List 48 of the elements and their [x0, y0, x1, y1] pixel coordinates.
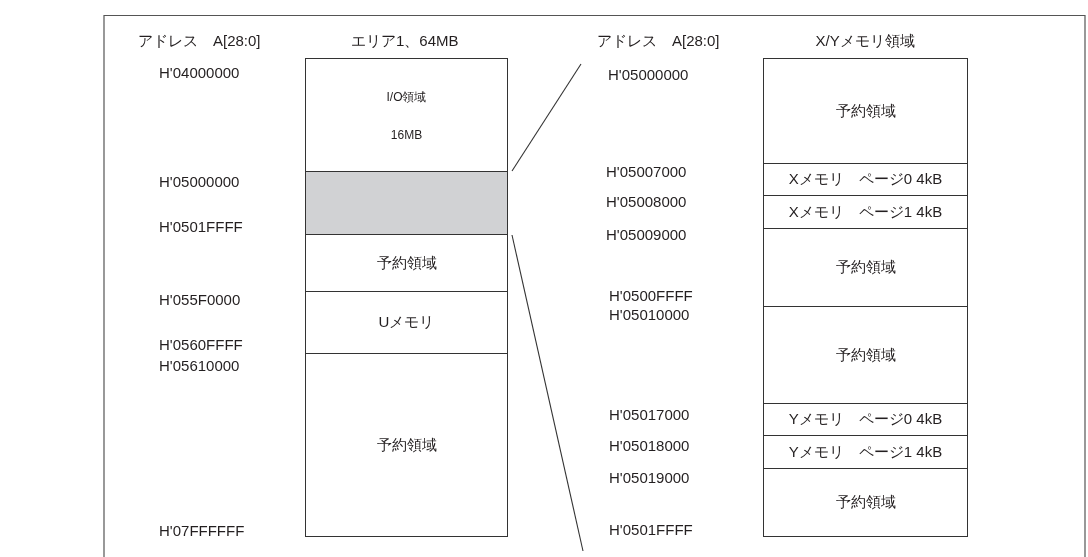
address-label: H'05019000 [609, 469, 690, 487]
memory-block [305, 234, 508, 292]
region-label: 16MB [390, 127, 423, 142]
address-label: H'05000000 [159, 173, 240, 191]
address-label: H'0501FFFF [609, 521, 693, 539]
column-header: アドレス A[28:0] [138, 32, 261, 50]
memory-block [763, 58, 968, 164]
address-label: H'0560FFFF [159, 336, 243, 354]
region-label: 予約領域 [376, 253, 437, 273]
shaded-memory-block [305, 171, 508, 235]
address-label: H'05009000 [606, 226, 687, 244]
column-header: アドレス A[28:0] [597, 32, 720, 50]
region-label: 予約領域 [835, 101, 896, 121]
address-label: H'04000000 [159, 64, 240, 82]
region-label: 予約領域 [835, 493, 896, 512]
memory-block [763, 468, 968, 537]
memory-block [763, 228, 968, 307]
region-label: Yメモリ ページ0 4kB [788, 410, 943, 429]
region-label: I/O領域 [386, 88, 427, 106]
memory-block [763, 403, 968, 436]
memory-block [763, 306, 968, 404]
region-label: Xメモリ ページ1 4kB [788, 202, 943, 222]
address-label: H'055F0000 [159, 291, 241, 309]
address-label: H'0501FFFF [159, 218, 243, 236]
address-label: H'05000000 [608, 66, 689, 84]
address-label: H'05018000 [609, 437, 690, 455]
region-label: 予約領域 [835, 345, 896, 365]
memory-block [305, 353, 508, 537]
address-label: H'05610000 [159, 357, 240, 375]
address-label: H'05017000 [609, 406, 690, 424]
address-label: H'05007000 [606, 163, 687, 181]
address-label: H'07FFFFFF [159, 522, 245, 540]
region-label: 予約領域 [376, 435, 437, 455]
address-label: H'0500FFFF [609, 287, 693, 305]
zoom-line [511, 234, 584, 552]
zoom-line [511, 63, 582, 172]
region-label: Yメモリ ページ1 4kB [788, 442, 943, 462]
memory-block [763, 163, 968, 196]
address-label: H'05008000 [606, 193, 687, 211]
memory-block [305, 58, 508, 172]
address-label: H'05010000 [609, 306, 690, 324]
region-label: Xメモリ ページ0 4kB [788, 170, 943, 189]
region-label: 予約領域 [835, 258, 896, 277]
column-header: エリア1、64MB [351, 32, 459, 50]
memory-block [305, 291, 508, 354]
memory-block [763, 195, 968, 229]
region-label: Uメモリ [378, 313, 435, 332]
memory-block [763, 435, 968, 469]
